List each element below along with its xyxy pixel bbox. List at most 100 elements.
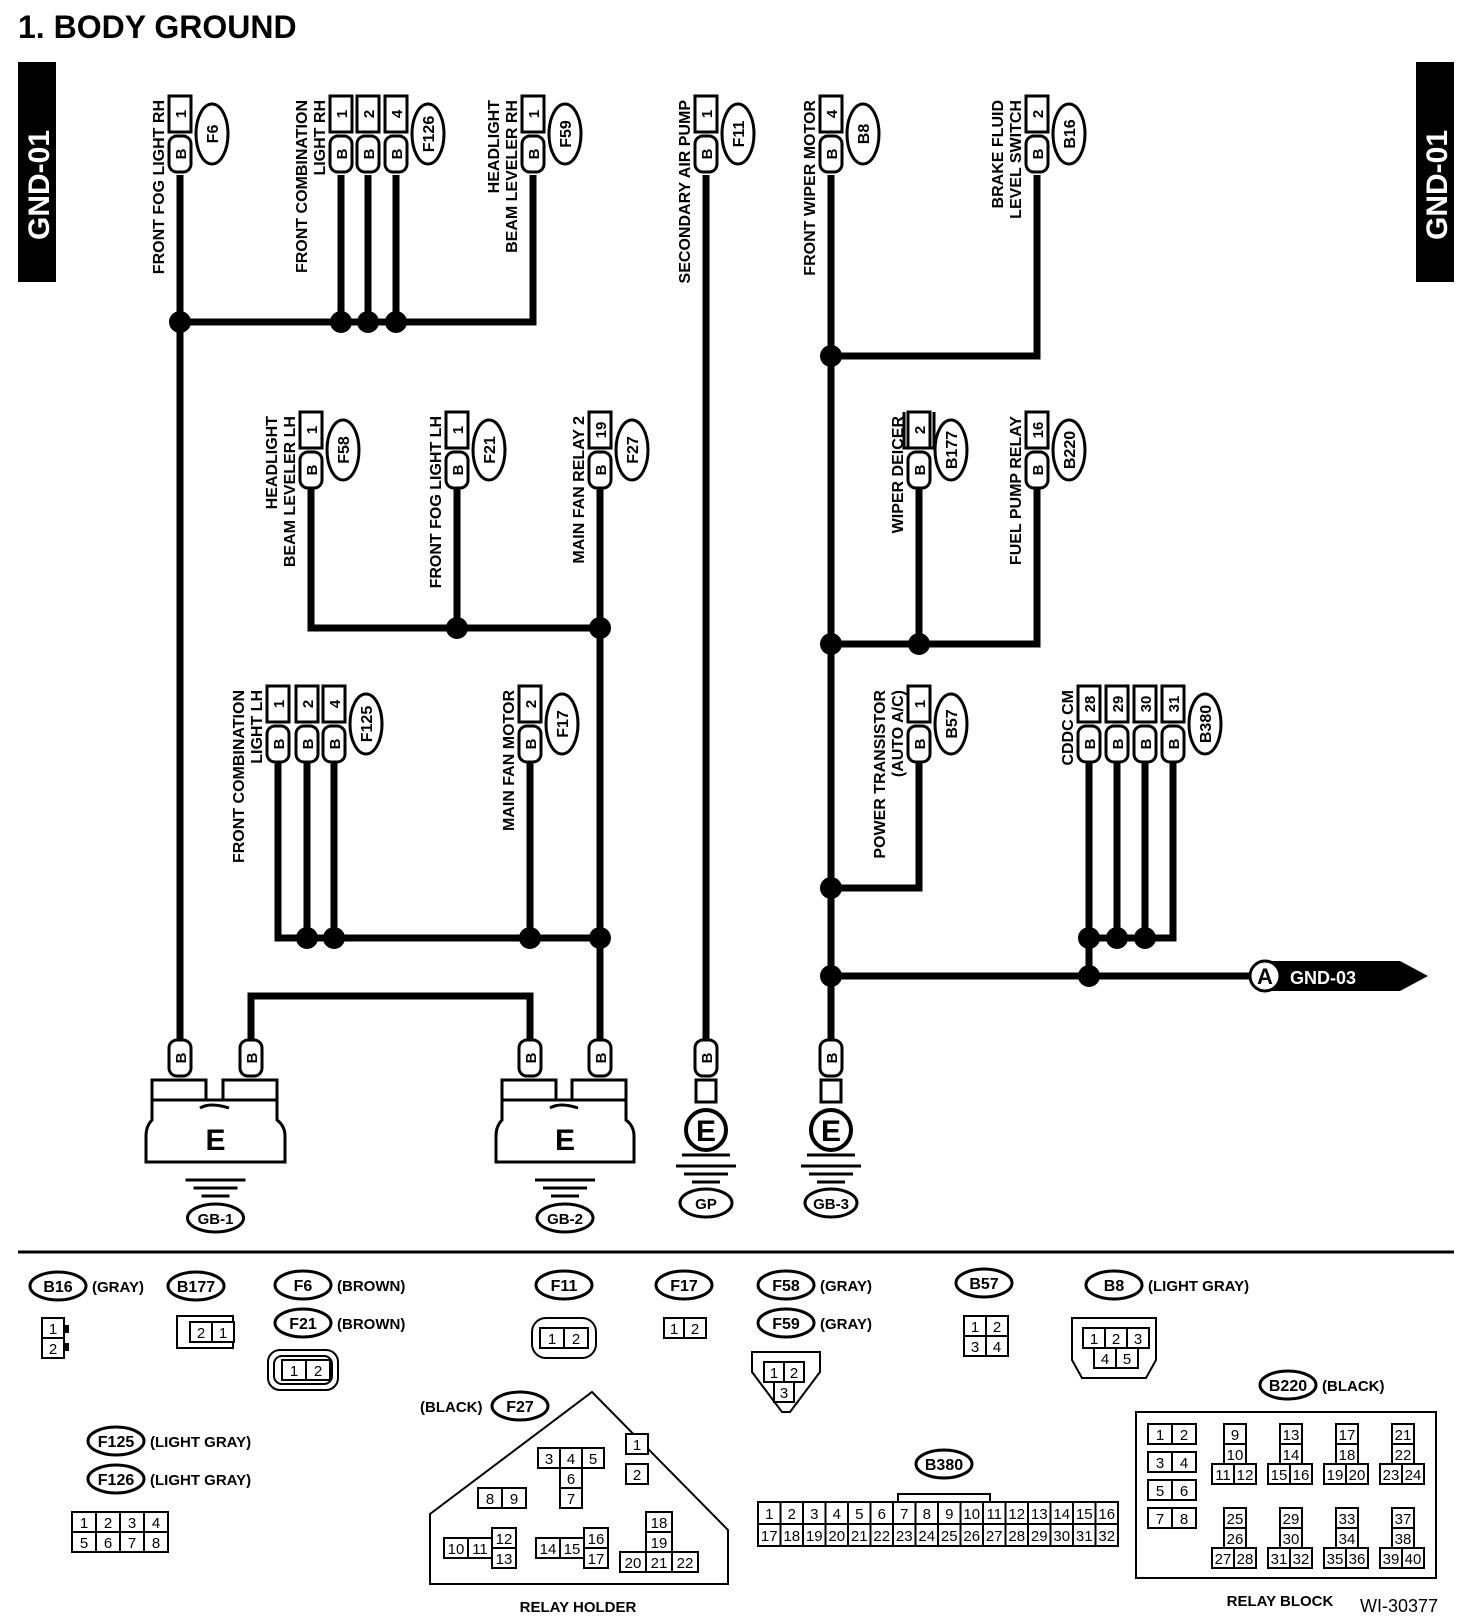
pin-cell: 5 bbox=[589, 1451, 597, 1468]
pin-cell: 5 bbox=[1156, 1483, 1164, 1500]
pin-number: 29 bbox=[1110, 696, 1127, 713]
ground-symbol: E bbox=[821, 1115, 841, 1148]
pin-cell: 1 bbox=[770, 1365, 778, 1382]
wire-color-label: B bbox=[912, 738, 929, 749]
component-name: (AUTO A/C) bbox=[890, 690, 907, 777]
wire-color-label: B bbox=[1030, 148, 1047, 159]
pin-cell: 15 bbox=[1076, 1506, 1093, 1523]
legend-connector-id: F58 bbox=[772, 1278, 800, 1295]
pin-cell: 12 bbox=[1237, 1467, 1254, 1484]
wire-color-label: B bbox=[593, 464, 610, 475]
wire-color-terminal bbox=[294, 724, 320, 764]
pin-cell: 17 bbox=[761, 1528, 778, 1545]
pin-cell: 1 bbox=[49, 1321, 57, 1338]
legend-connector-oval bbox=[914, 1448, 974, 1480]
pin-cell: 2 bbox=[1112, 1331, 1120, 1348]
pin-cell: 2 bbox=[993, 1319, 1001, 1336]
wire-color-terminal bbox=[298, 450, 324, 490]
pin-cell: 1 bbox=[1156, 1427, 1164, 1444]
legend-connector-color: (BROWN) bbox=[337, 1316, 405, 1333]
wire-color-label: B bbox=[593, 1052, 610, 1063]
pin-cell: 21 bbox=[1395, 1427, 1412, 1444]
pin-cell: 13 bbox=[1283, 1427, 1300, 1444]
figure-id: WI-30377 bbox=[1360, 1596, 1438, 1616]
pin-number: 2 bbox=[1030, 110, 1047, 118]
component-name: BEAM LEVELER RH bbox=[504, 100, 521, 253]
legend-connector-oval bbox=[86, 1425, 146, 1457]
pin-number: 1 bbox=[173, 110, 190, 118]
legend-connector-color: (GRAY) bbox=[820, 1278, 872, 1295]
pin-cell: 10 bbox=[1227, 1447, 1244, 1464]
legend-connector-oval bbox=[28, 1270, 88, 1302]
pin-number: 2 bbox=[300, 700, 317, 708]
ground-point-label: GB-3 bbox=[813, 1196, 849, 1213]
connector-id-oval bbox=[348, 692, 384, 756]
wire-color-label: B bbox=[526, 148, 543, 159]
connector-id: B380 bbox=[1198, 705, 1215, 743]
legend-connector-color: (LIGHT GRAY) bbox=[150, 1472, 251, 1489]
wire-color-label: B bbox=[450, 464, 467, 475]
wire-color-label: B bbox=[244, 1052, 261, 1063]
pin-number: 16 bbox=[1030, 422, 1047, 439]
connector-id: B57 bbox=[944, 709, 961, 738]
component-name: FUEL PUMP RELAY bbox=[1008, 416, 1025, 565]
pin-number: 28 bbox=[1082, 696, 1099, 713]
pin-cell: 3 bbox=[128, 1515, 136, 1532]
component-name: CDDC CM bbox=[1060, 690, 1077, 766]
wire-color-terminal bbox=[818, 1038, 844, 1078]
connector-id: B8 bbox=[856, 124, 873, 145]
pin-number: 30 bbox=[1138, 696, 1155, 713]
pin-cell: 7 bbox=[567, 1491, 575, 1508]
pin-cell: 21 bbox=[851, 1528, 868, 1545]
relay-holder-label: RELAY HOLDER bbox=[520, 1599, 637, 1616]
connector-id: F125 bbox=[359, 706, 376, 743]
legend-connector-oval bbox=[1084, 1269, 1144, 1301]
connector-id: F17 bbox=[555, 710, 572, 738]
wire-color-terminal bbox=[321, 724, 347, 764]
component-name: FRONT FOG LIGHT RH bbox=[151, 100, 168, 274]
legend-connector-oval bbox=[273, 1307, 333, 1339]
component-name: LEVEL SWITCH bbox=[1008, 100, 1025, 219]
pin-cell: 1 bbox=[633, 1437, 641, 1454]
pin-box bbox=[906, 684, 932, 724]
connector-id-oval bbox=[471, 418, 507, 482]
pin-cell: 33 bbox=[1339, 1511, 1356, 1528]
legend-connector-id: F21 bbox=[289, 1316, 317, 1333]
pin-cell: 36 bbox=[1349, 1551, 1366, 1568]
pin-cell: 3 bbox=[1156, 1455, 1164, 1472]
wire-color-terminal bbox=[1024, 134, 1050, 174]
legend-connector-oval bbox=[1258, 1369, 1318, 1401]
legend-b16: B16(GRAY)12 bbox=[28, 1270, 144, 1359]
pin-box bbox=[167, 94, 193, 134]
ground-symbol: E bbox=[555, 1124, 575, 1157]
wire-color-terminal bbox=[520, 134, 546, 174]
legend-connector-id: B57 bbox=[969, 1276, 998, 1293]
pin-cell: 2 bbox=[197, 1325, 205, 1342]
component-name: WIPER DEICER bbox=[890, 416, 907, 534]
component-name: BRAKE FLUID bbox=[990, 100, 1007, 208]
pin-number: 1 bbox=[450, 426, 467, 434]
pin-cell: 2 bbox=[572, 1331, 580, 1348]
pin-cell: 9 bbox=[945, 1506, 953, 1523]
legend-connector-color: (GRAY) bbox=[820, 1316, 872, 1333]
pin-cell: 19 bbox=[651, 1535, 668, 1552]
ground-symbol: E bbox=[205, 1124, 225, 1157]
pin-number: 1 bbox=[334, 110, 351, 118]
component-name: LIGHT LH bbox=[249, 690, 266, 764]
diagram-title: 1. BODY GROUND bbox=[18, 9, 297, 45]
pin-cell: 3 bbox=[780, 1385, 788, 1402]
pin-cell: 7 bbox=[128, 1535, 136, 1552]
